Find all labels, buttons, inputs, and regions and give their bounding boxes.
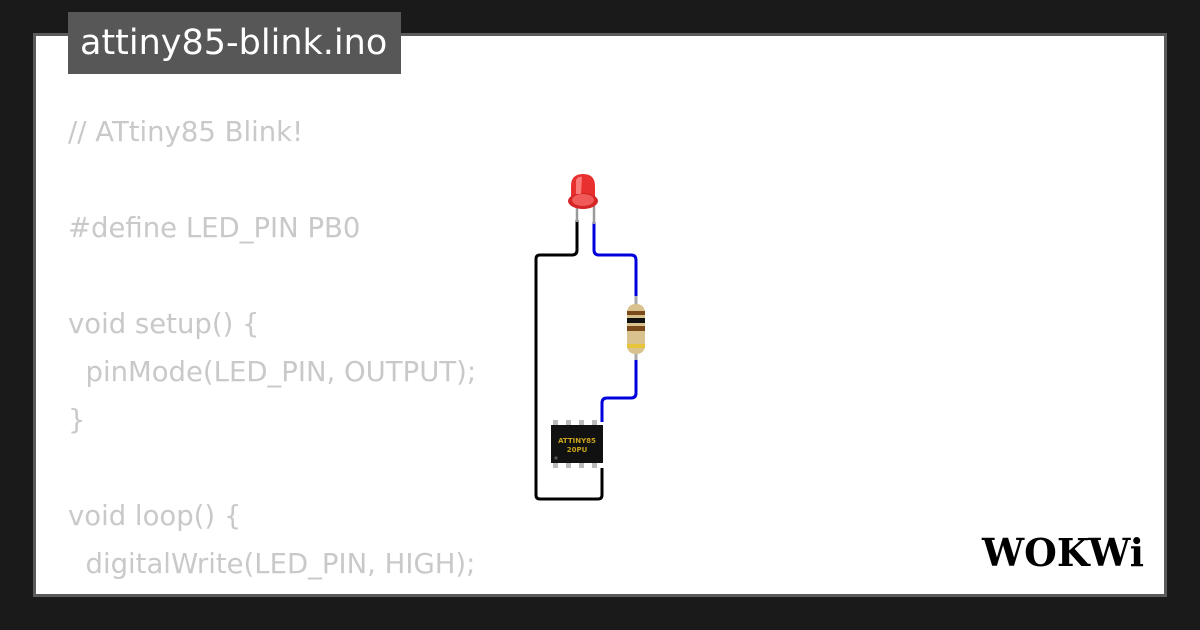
project-card: // ATtiny85 Blink! #define LED_PIN PB0 voi… [33, 33, 1167, 597]
code-line: pinMode(LED_PIN, OUTPUT); [68, 356, 477, 388]
chip-label-line2: 20PU [567, 446, 588, 454]
project-title: attiny85-blink.ino [68, 12, 402, 74]
wire-black [534, 220, 604, 501]
code-line: #define LED_PIN PB0 [68, 212, 361, 244]
code-line: } [68, 404, 86, 436]
wokwi-logo-text: WOKWi [981, 530, 1144, 575]
code-line: // ATtiny85 Blink! [68, 116, 304, 148]
code-line: void setup() { [68, 308, 260, 340]
resistor-component[interactable] [627, 296, 645, 360]
code-line: void loop() { [68, 500, 242, 532]
code-line: digitalWrite(LED_PIN, HIGH); [68, 548, 476, 580]
code-preview: // ATtiny85 Blink! #define LED_PIN PB0 voi… [68, 108, 477, 594]
wire-blue-top [592, 222, 638, 300]
chip-label-line1: ATTINY85 [558, 437, 596, 445]
attiny85-chip[interactable]: ATTINY85 20PU [551, 420, 603, 468]
wire-blue-bottom [600, 356, 638, 422]
led-component[interactable] [568, 174, 598, 224]
wokwi-logo: WOKWi [981, 530, 1144, 575]
